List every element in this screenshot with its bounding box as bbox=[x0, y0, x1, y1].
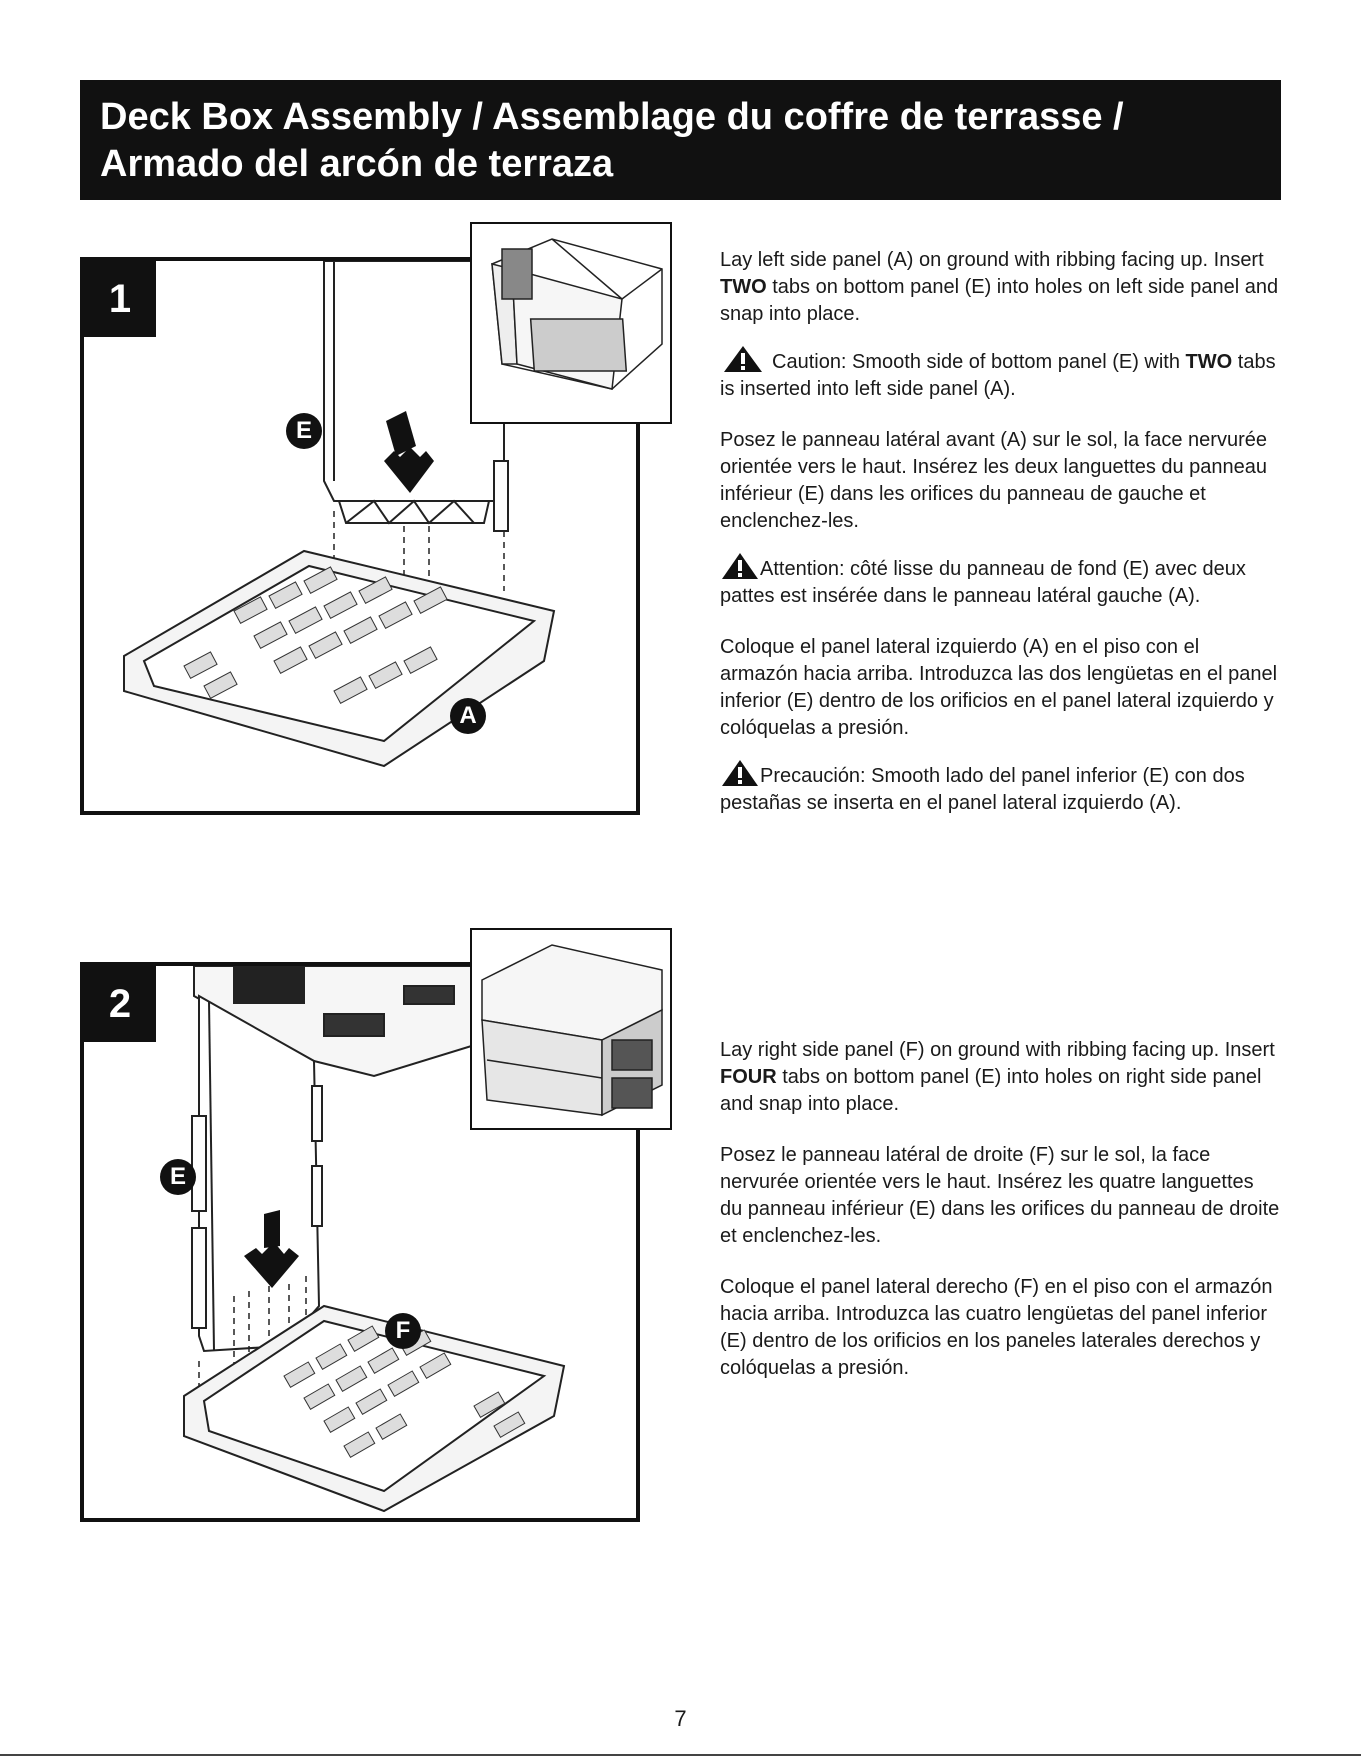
step2-en-part2: tabs on bottom panel (E) into holes on r… bbox=[720, 1066, 1262, 1115]
step1-caution-fr: Attention: côté lisse du panneau de fond… bbox=[720, 551, 1280, 610]
step1-caution-en-part1: Caution: Smooth side of bottom panel (E)… bbox=[772, 351, 1186, 373]
step1-caution-en: Caution: Smooth side of bottom panel (E)… bbox=[720, 344, 1280, 403]
page-title-line1: Deck Box Assembly / Assemblage du coffre… bbox=[100, 96, 1124, 138]
step1-number-badge: 1 bbox=[84, 261, 156, 337]
step1-caution-en-part2: tabs is inserted into left side panel (A… bbox=[720, 351, 1276, 400]
page-title-line2: Armado del arcón de terraza bbox=[100, 143, 614, 185]
step2-callout-f: F bbox=[385, 1313, 421, 1349]
step1-text-fr: Posez le panneau latéral avant (A) sur l… bbox=[720, 429, 1268, 532]
step2-callout-e: E bbox=[160, 1159, 196, 1195]
step1-callout-e: E bbox=[286, 413, 322, 449]
step2-assembly-illustration bbox=[183, 966, 566, 1513]
step1-bottom-panel-e bbox=[323, 261, 509, 532]
step1-en-part2: tabs on bottom panel (E) into holes on l… bbox=[720, 276, 1279, 325]
step1-caution-es: Precaución: Smooth lado del panel inferi… bbox=[720, 758, 1280, 817]
step1-caution-en-emphasis: TWO bbox=[1185, 351, 1233, 373]
step1-assembly-illustration bbox=[123, 261, 556, 768]
warning-triangle-icon bbox=[722, 553, 758, 579]
warning-triangle-icon bbox=[724, 346, 762, 372]
step1-side-panel-a bbox=[123, 549, 556, 768]
step2-number-badge: 2 bbox=[84, 966, 156, 1042]
step1-caution-es-text: Precaución: Smooth lado del panel inferi… bbox=[720, 765, 1245, 814]
step1-en-part1: Lay left side panel (A) on ground with r… bbox=[720, 249, 1264, 271]
step2-inset-illustration bbox=[481, 944, 663, 1117]
page-title-banner: Deck Box Assembly / Assemblage du coffre… bbox=[80, 80, 1281, 200]
step2-side-panel-f bbox=[183, 1304, 566, 1513]
step1-text-en: Lay left side panel (A) on ground with r… bbox=[720, 247, 1280, 328]
step1-instructions: Lay left side panel (A) on ground with r… bbox=[720, 247, 1280, 833]
step1-inset-deck-box bbox=[470, 222, 672, 424]
step2-text-en: Lay right side panel (F) on ground with … bbox=[720, 1037, 1280, 1118]
step2-down-arrow-icon bbox=[244, 1210, 299, 1288]
step2-text-fr: Posez le panneau latéral de droite (F) s… bbox=[720, 1144, 1280, 1247]
step2-en-part1: Lay right side panel (F) on ground with … bbox=[720, 1039, 1275, 1061]
warning-triangle-icon bbox=[722, 760, 758, 786]
step1-ribbing bbox=[183, 566, 448, 705]
page-title: Deck Box Assembly / Assemblage du coffre… bbox=[100, 94, 1261, 188]
bottom-divider bbox=[0, 1754, 1361, 1756]
step1-caution-fr-text: Attention: côté lisse du panneau de fond… bbox=[720, 558, 1246, 607]
step2-number: 2 bbox=[108, 982, 132, 1026]
step1-down-arrow-icon bbox=[384, 411, 434, 493]
step2-inset-deck-box bbox=[470, 928, 672, 1130]
step2-instructions: Lay right side panel (F) on ground with … bbox=[720, 1037, 1280, 1398]
step2-text-es: Coloque el panel lateral derecho (F) en … bbox=[720, 1276, 1273, 1379]
step1-number: 1 bbox=[108, 277, 132, 321]
step1-en-emphasis: TWO bbox=[720, 276, 767, 298]
step1-inset-illustration bbox=[491, 238, 663, 390]
step2-ribbing bbox=[283, 1325, 526, 1458]
step1-callout-a: A bbox=[450, 698, 486, 734]
step2-top-tray bbox=[193, 966, 505, 1078]
step1-text-es: Coloque el panel lateral izquierdo (A) e… bbox=[720, 636, 1278, 739]
page-number: 7 bbox=[674, 1706, 687, 1731]
step2-en-emphasis: FOUR bbox=[720, 1066, 777, 1088]
